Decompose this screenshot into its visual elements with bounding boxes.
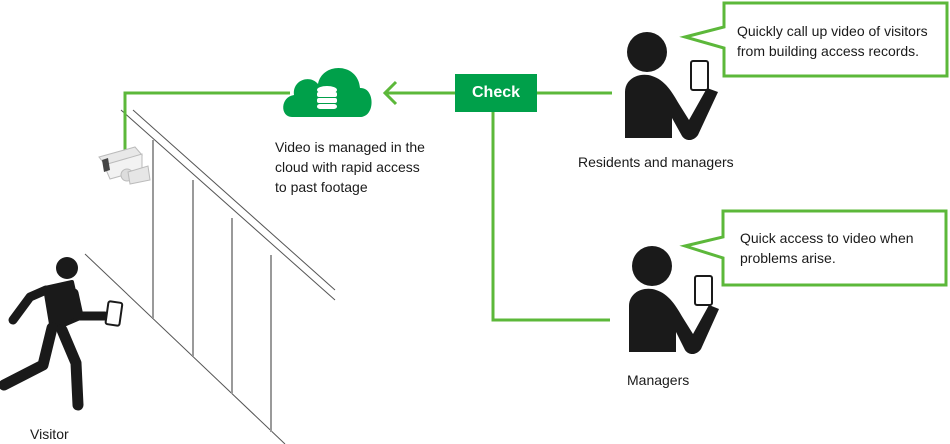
managers-bubble-text: Quick access to video when problems aris… xyxy=(740,230,914,266)
check-button[interactable]: Check xyxy=(455,74,537,112)
person-with-phone-icon-managers xyxy=(629,246,719,355)
arrow-left-icon xyxy=(382,80,398,106)
visitor-label: Visitor xyxy=(30,426,69,442)
residents-label: Residents and managers xyxy=(578,154,734,170)
speech-bubble-managers xyxy=(679,209,948,287)
cloud-database-icon xyxy=(283,67,372,117)
railing-posts xyxy=(152,140,272,432)
residents-bubble-text: Quickly call up video of visitors from b… xyxy=(737,23,928,59)
speech-bubble-residents xyxy=(679,1,949,78)
person-with-phone-icon-residents xyxy=(625,32,718,141)
managers-to-check-line xyxy=(491,112,610,322)
camera-to-cloud-line xyxy=(123,91,290,150)
phone-icon xyxy=(694,275,713,306)
rail-top-line xyxy=(120,109,336,301)
managers-label: Managers xyxy=(627,372,690,388)
security-camera-icon xyxy=(98,146,151,185)
connector-lines xyxy=(123,80,612,322)
staircase-railing xyxy=(84,109,336,444)
cloud-caption: Video is managed in the cloud with rapid… xyxy=(275,139,425,195)
phone-icon xyxy=(690,60,709,91)
rail-top-line-2 xyxy=(132,109,336,291)
phone-icon xyxy=(104,300,124,327)
database-icon xyxy=(317,86,337,109)
rail-bottom-line xyxy=(84,253,286,444)
running-person-with-phone-icon xyxy=(0,257,124,411)
